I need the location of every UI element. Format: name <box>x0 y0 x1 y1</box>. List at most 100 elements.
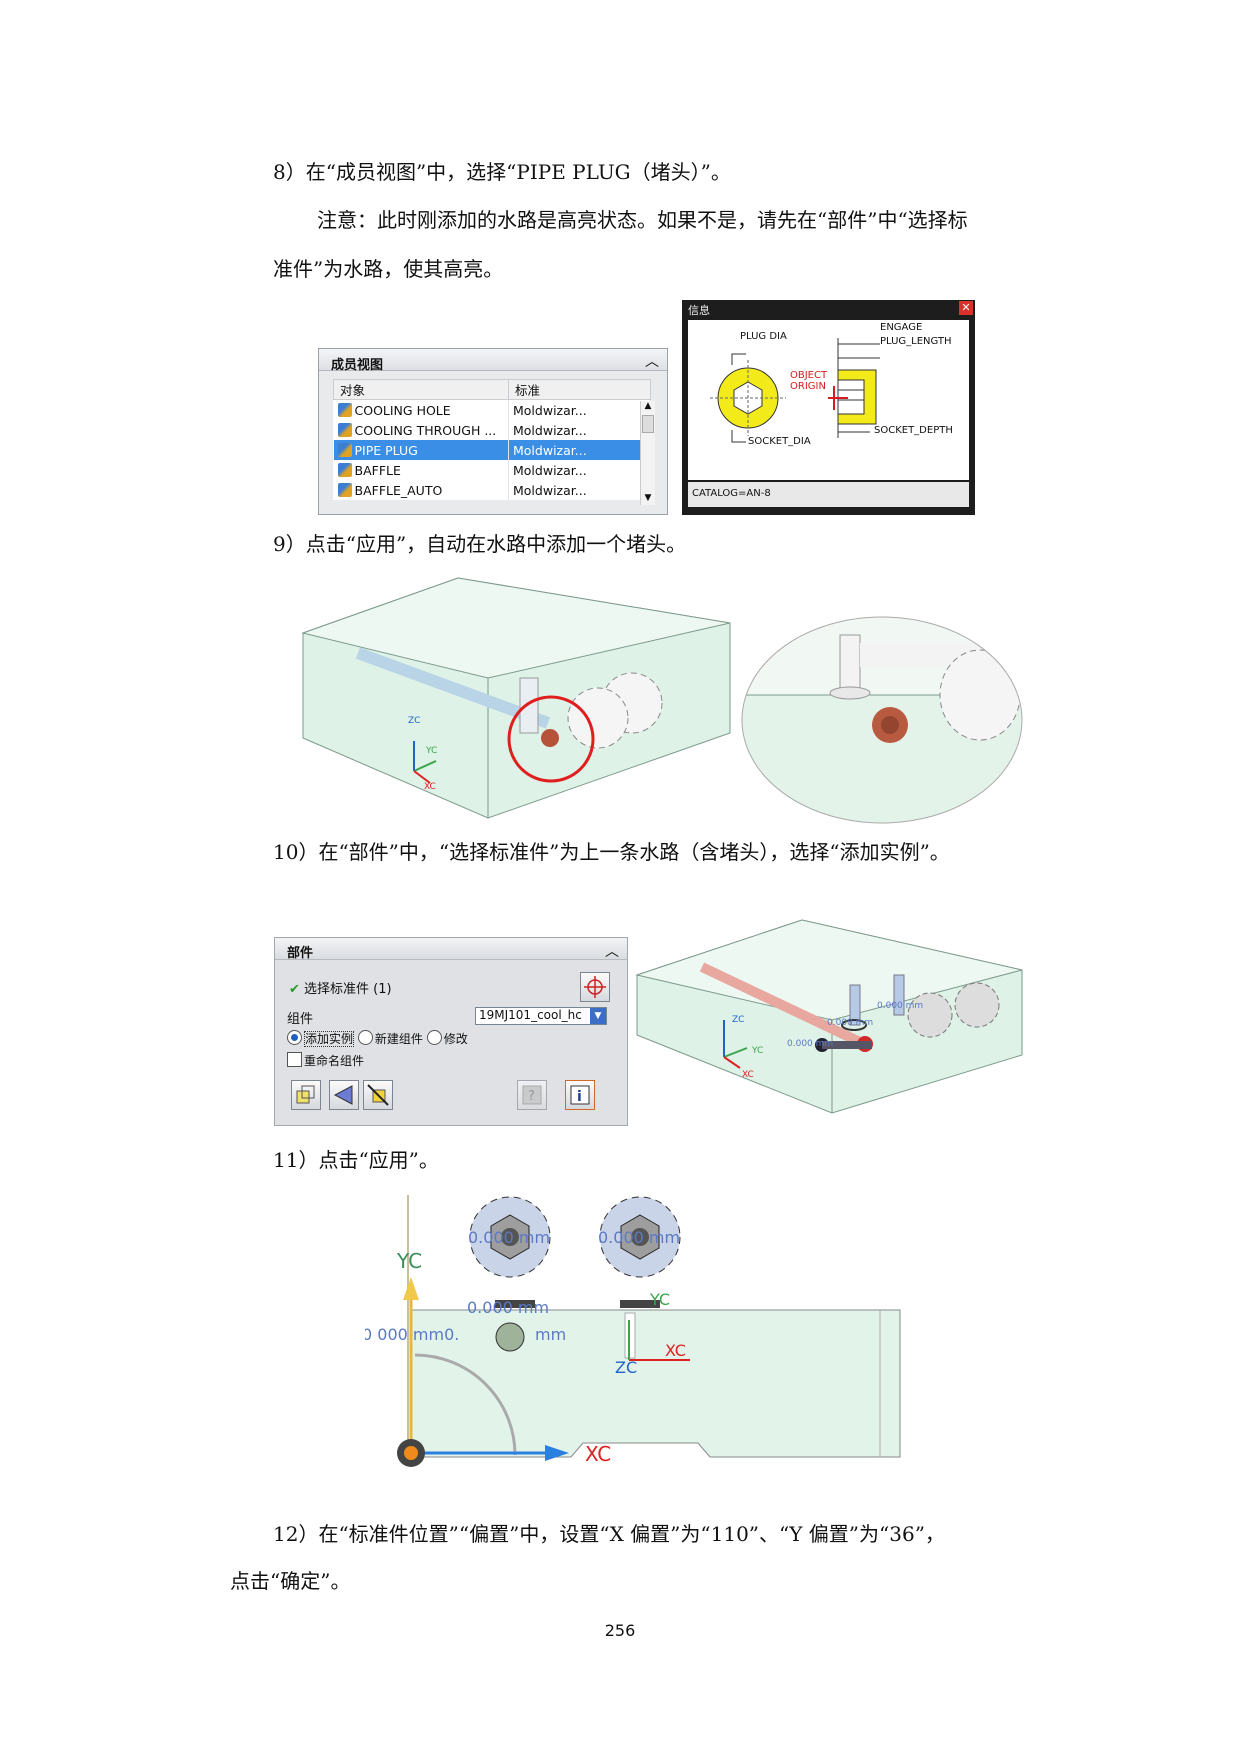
table-row[interactable]: BAFFLE Moldwizar... <box>333 460 651 480</box>
zc-axis-label: ZC <box>615 1358 637 1377</box>
pipe-plug-drawing <box>710 338 880 443</box>
select-standard-part-label: 选择标准件 (1) <box>304 982 392 997</box>
object-label: OBJECT <box>790 370 828 381</box>
dimension-label: 0.000 mm <box>467 1298 549 1317</box>
xc-axis-label: XC <box>585 1442 611 1466</box>
xc-axis-label: XC <box>424 782 436 792</box>
dimension-label: mm <box>535 1325 566 1344</box>
check-icon: ✔ <box>289 982 300 997</box>
move-part-icon <box>296 1085 315 1104</box>
info-icon: i <box>570 1085 590 1105</box>
socket-dia-label: SOCKET_DIA <box>748 436 811 447</box>
catalog-label: CATALOG=AN-8 <box>688 482 969 507</box>
component-icon <box>337 402 352 417</box>
info-button[interactable]: i <box>565 1080 595 1110</box>
component-icon <box>337 482 352 497</box>
row-name: PIPE PLUG <box>354 442 418 458</box>
table-row[interactable]: COOLING THROUGH ... Moldwizar... <box>333 420 651 440</box>
column-header-object: 对象 <box>333 379 509 400</box>
row-standard: Moldwizar... <box>508 440 651 460</box>
row-standard: Moldwizar... <box>508 480 651 500</box>
step-11-text: 11）点击“应用”。 <box>273 1148 439 1172</box>
dimension-label: 0.000 mm <box>827 1018 873 1028</box>
info-window-title: 信息 <box>688 304 710 317</box>
component-icon <box>337 442 352 457</box>
dimension-label: 0.000 mm <box>468 1228 550 1247</box>
yc-axis-label: YC <box>396 1249 422 1273</box>
yc-axis-label: YC <box>425 746 437 756</box>
row-name: BAFFLE <box>354 462 401 478</box>
radio-modify[interactable]: 修改 <box>426 1030 468 1046</box>
table-row[interactable]: COOLING HOLE Moldwizar... <box>333 399 651 420</box>
component-select[interactable]: 19MJ101_cool_hc ▼ <box>475 1007 607 1025</box>
delete-cube-icon <box>367 1084 389 1106</box>
help-icon: ? <box>522 1085 542 1105</box>
mode-radio-group: 添加实例 新建组件 修改 <box>287 1030 468 1047</box>
zc-axis-label: ZC <box>732 1015 744 1025</box>
engage-label: ENGAGE <box>880 322 923 333</box>
page-number: 256 <box>604 1621 636 1640</box>
step-10-text: 10）在“部件”中，“选择标准件”为上一条水路（含堵头），选择“添加实例”。 <box>273 840 950 864</box>
row-name: COOLING THROUGH ... <box>354 422 497 438</box>
step-12-text-2: 点击“确定”。 <box>230 1569 351 1593</box>
delete-component-button[interactable] <box>363 1080 393 1110</box>
socket-depth-label: SOCKET_DEPTH <box>874 425 953 436</box>
step-8-text: 8）在“成员视图”中，选择“PIPE PLUG（堵头）”。 <box>273 160 731 184</box>
mold-instance-3d-view: ZC YC XC 0.000 mm 0.000 mm 0.000 mm <box>635 919 1023 1114</box>
radio-label: 添加实例 <box>304 1031 355 1047</box>
dimension-label: 0 000 mm0. <box>365 1325 459 1344</box>
radio-label: 修改 <box>443 1032 468 1046</box>
table-scrollbar[interactable]: ▲▼ <box>640 401 655 505</box>
xc-axis-label: XC <box>742 1070 754 1080</box>
radio-new-component[interactable]: 新建组件 <box>357 1030 423 1046</box>
radio-add-instance[interactable]: 添加实例 <box>287 1030 355 1047</box>
rename-component-checkbox[interactable]: 重命名组件 <box>287 1052 364 1069</box>
zc-axis-label: ZC <box>408 716 420 726</box>
component-label: 组件 <box>287 1012 314 1027</box>
table-row[interactable]: BAFFLE_AUTO Moldwizar... <box>333 480 651 500</box>
note-line-2: 准件”为水路，使其高亮。 <box>273 257 504 281</box>
radio-label: 新建组件 <box>374 1032 423 1046</box>
pipe-plug-diagram: PLUG DIA ENGAGE PLUG_LENGTH OBJECT ORIGI… <box>688 320 969 480</box>
svg-text:?: ? <box>528 1089 535 1104</box>
row-standard: Moldwizar... <box>508 399 651 420</box>
parts-panel: 部件 ︿ ✔ 选择标准件 (1) 组件 19MJ101_cool_hc ▼ 添加… <box>274 937 628 1126</box>
crosshair-icon <box>584 976 606 998</box>
mold-top-view: YC XC XC YC ZC 0.000 mm 0.000 mm 0.000 m… <box>365 1195 901 1467</box>
step-9-text: 9）点击“应用”，自动在水路中添加一个堵头。 <box>273 532 687 556</box>
origin-label: ORIGIN <box>790 381 826 392</box>
plug-dia-label: PLUG DIA <box>740 331 787 342</box>
table-row-selected[interactable]: PIPE PLUG Moldwizar... <box>333 440 651 460</box>
step-12-text-1: 12）在“标准件位置”“偏置”中，设置“X 偏置”为“110”、“Y 偏置”为“… <box>273 1522 945 1546</box>
rename-component-label: 重命名组件 <box>304 1054 365 1068</box>
component-select-value: 19MJ101_cool_hc <box>479 1008 582 1022</box>
dimension-label: 0.000 mm <box>877 1001 923 1011</box>
collapse-icon[interactable]: ︿ <box>645 354 659 370</box>
info-window: 信息 ✕ PLUG DIA ENGAGE PLUG_LENGTH OBJECT <box>682 300 975 515</box>
dimension-label: 0.000 mm <box>598 1228 680 1247</box>
column-header-standard: 标准 <box>508 379 651 400</box>
close-icon[interactable]: ✕ <box>959 301 973 315</box>
flip-button[interactable] <box>329 1080 359 1110</box>
triangle-icon <box>333 1085 353 1105</box>
yc-axis-label: YC <box>751 1046 763 1056</box>
plug-zoom-view <box>741 616 1023 824</box>
parts-panel-title: 部件 <box>275 938 627 961</box>
member-view-title: 成员视图 <box>319 349 667 373</box>
plug-length-label: PLUG_LENGTH <box>880 336 952 347</box>
row-standard: Moldwizar... <box>508 420 651 440</box>
row-standard: Moldwizar... <box>508 460 651 480</box>
point-constructor-button[interactable] <box>580 972 610 1002</box>
member-view-panel: 成员视图 ︿ 对象 标准 COOLING HOLE Moldwizar... C… <box>318 348 668 515</box>
select-standard-part[interactable]: ✔ 选择标准件 (1) <box>289 978 392 997</box>
row-name: COOLING HOLE <box>354 402 451 418</box>
yc-axis-label: YC <box>649 1290 670 1309</box>
collapse-icon[interactable]: ︿ <box>605 944 619 960</box>
svg-text:i: i <box>577 1089 582 1105</box>
mold-plate-3d-view: ZC YC XC <box>301 577 731 819</box>
reposition-button[interactable] <box>291 1080 321 1110</box>
chevron-down-icon: ▼ <box>590 1008 606 1024</box>
component-icon <box>337 462 352 477</box>
xc-axis-label: XC <box>665 1341 686 1360</box>
help-button[interactable]: ? <box>517 1080 547 1110</box>
